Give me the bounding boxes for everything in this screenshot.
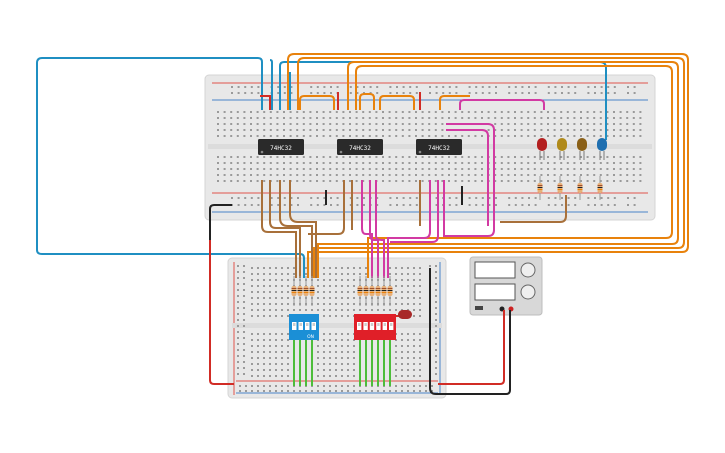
chip-3[interactable]: 74HC32	[416, 139, 462, 155]
led-brown	[577, 138, 587, 160]
voltage-knob	[520, 262, 536, 278]
dip-switch-blue-label: ON	[307, 334, 314, 340]
power-supply[interactable]	[469, 256, 543, 316]
led-blue	[597, 138, 607, 160]
chip-2-label: 74HC32	[349, 145, 371, 152]
current-display	[474, 283, 516, 301]
current-knob	[520, 284, 536, 300]
input-breadboard[interactable]	[227, 257, 447, 399]
chip-2[interactable]: 74HC32	[337, 139, 383, 155]
output-leds	[537, 138, 607, 160]
input-resistors	[291, 276, 393, 306]
chip-1-label: 74HC32	[270, 145, 292, 152]
chip-3-label: 74HC32	[428, 145, 450, 152]
chip-1[interactable]: 74HC32	[258, 139, 304, 155]
led-resistors	[537, 176, 603, 200]
voltage-display	[474, 261, 516, 279]
led-yellow	[557, 138, 567, 160]
power-switch	[475, 306, 483, 310]
wires	[36, 53, 689, 395]
dip-switch-blue[interactable]: ON	[289, 314, 319, 340]
led-red-small	[398, 310, 412, 319]
dip-switch-red[interactable]	[354, 314, 396, 340]
led-red	[537, 138, 547, 160]
